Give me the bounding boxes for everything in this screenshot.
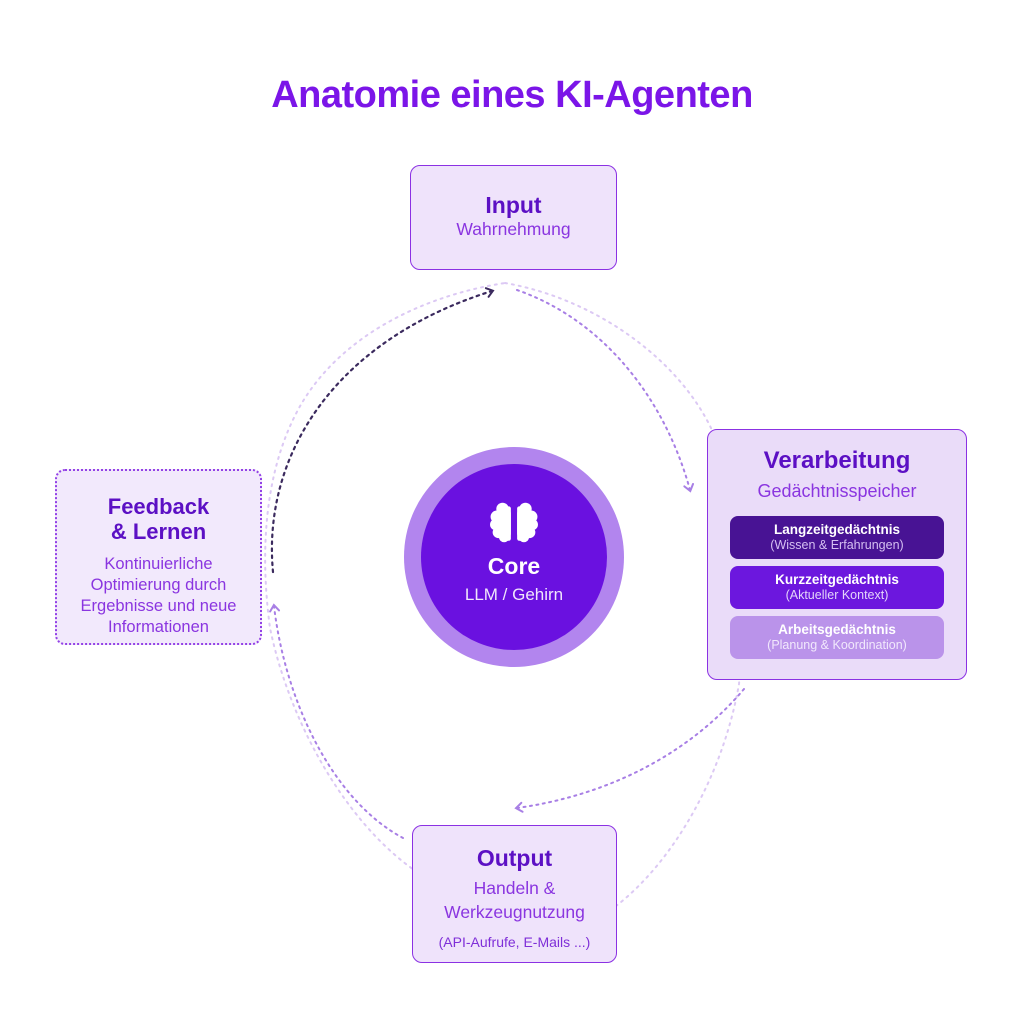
core-subtitle: LLM / Gehirn (464, 585, 564, 604)
node-processing: Verarbeitung Gedächtnisspeicher Langzeit… (707, 429, 967, 680)
output-title: Output (476, 845, 553, 871)
feedback-title: Feedback & Lernen (107, 494, 210, 545)
output-note: (API-Aufrufe, E-Mails ...) (438, 933, 591, 950)
memory-item-sublabel: (Planung & Koordination) (767, 638, 907, 653)
brain-icon (490, 502, 538, 543)
memory-item-long-term: Langzeitgedächtnis (Wissen & Erfahrungen… (730, 515, 944, 559)
input-title: Input (485, 192, 542, 218)
arrow-input-to-processing (516, 289, 695, 493)
input-subtitle: Wahrnehmung (456, 219, 571, 240)
page-title: Anatomie eines KI-Agenten (271, 74, 753, 116)
node-feedback: Feedback & Lernen Kontinuierliche Optimi… (55, 469, 262, 645)
arrow-output-to-feedback (269, 603, 404, 839)
output-subtitle: Handeln & Werkzeugnutzung (444, 878, 585, 923)
memory-item-working: Arbeitsgedächtnis (Planung & Koordinatio… (730, 615, 944, 659)
processing-title: Verarbeitung (763, 447, 911, 474)
node-core: Core LLM / Gehirn (421, 464, 607, 650)
memory-item-label: Kurzzeitgedächtnis (775, 571, 899, 587)
memory-list: Langzeitgedächtnis (Wissen & Erfahrungen… (708, 515, 966, 659)
memory-item-label: Arbeitsgedächtnis (778, 621, 896, 637)
memory-item-sublabel: (Aktueller Kontext) (785, 588, 889, 603)
memory-item-short-term: Kurzzeitgedächtnis (Aktueller Kontext) (730, 565, 944, 609)
arrow-feedback-to-input (270, 287, 495, 574)
processing-subtitle: Gedächtnisspeicher (757, 480, 917, 501)
core-title: Core (487, 553, 541, 579)
feedback-body: Kontinuierliche Optimierung durch Ergebn… (80, 554, 237, 636)
memory-item-sublabel: (Wissen & Erfahrungen) (770, 538, 904, 553)
arrow-processing-to-output (514, 688, 745, 813)
node-input: Input Wahrnehmung (410, 165, 617, 270)
core-node-ring: Core LLM / Gehirn (404, 447, 624, 667)
memory-item-label: Langzeitgedächtnis (773, 521, 900, 537)
node-output: Output Handeln & Werkzeugnutzung (API-Au… (412, 825, 617, 963)
